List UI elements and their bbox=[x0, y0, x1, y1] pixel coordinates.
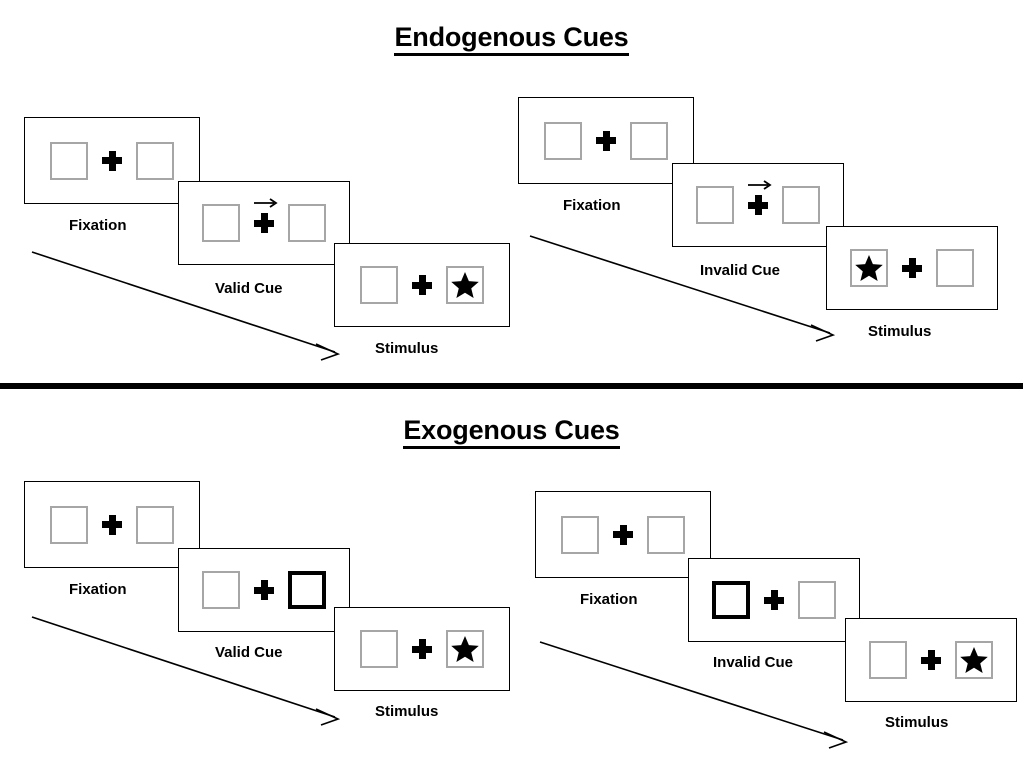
left-box bbox=[869, 641, 907, 679]
fixation-plus-icon bbox=[254, 580, 274, 600]
right-box bbox=[136, 141, 174, 180]
frame-exogenous-valid-fixation bbox=[24, 481, 200, 568]
caption-endogenous-valid-cue: Valid Cue bbox=[215, 280, 283, 297]
frame-endogenous-invalid-fixation bbox=[518, 97, 694, 184]
right-box bbox=[288, 204, 326, 242]
left-box bbox=[202, 571, 240, 609]
frame-endogenous-invalid-cue bbox=[672, 163, 844, 247]
frame-content bbox=[50, 505, 174, 544]
fixation-plus-icon bbox=[102, 514, 122, 535]
left-box bbox=[360, 630, 398, 668]
right-box bbox=[630, 121, 668, 160]
star-icon bbox=[450, 270, 480, 300]
caption-exogenous-invalid-fixation: Fixation bbox=[580, 591, 638, 608]
frame-content bbox=[50, 141, 174, 180]
frame-content bbox=[561, 515, 685, 554]
frame-content bbox=[202, 198, 326, 242]
fixation-plus-icon bbox=[102, 150, 122, 171]
left-box bbox=[544, 121, 582, 160]
star-icon bbox=[854, 253, 884, 283]
frame-content bbox=[360, 266, 484, 304]
frame-endogenous-valid-cue bbox=[178, 181, 350, 265]
right-box bbox=[782, 186, 820, 224]
frame-exogenous-valid-stimulus bbox=[334, 607, 510, 691]
caption-endogenous-invalid-stimulus: Stimulus bbox=[868, 323, 932, 340]
frame-content bbox=[869, 641, 993, 679]
fixation-plus-icon bbox=[254, 198, 278, 233]
left-box bbox=[696, 186, 734, 224]
right-box bbox=[936, 249, 974, 287]
star-icon bbox=[450, 634, 480, 664]
frame-content bbox=[202, 571, 326, 609]
fixation-plus-icon bbox=[412, 275, 432, 295]
frame-content bbox=[544, 121, 668, 160]
right-box bbox=[446, 266, 484, 304]
caption-exogenous-invalid-stimulus: Stimulus bbox=[885, 714, 949, 731]
section-title-exogenous: Exogenous Cues bbox=[0, 415, 1023, 449]
fixation-plus-icon bbox=[613, 524, 633, 545]
frame-exogenous-invalid-fixation bbox=[535, 491, 711, 578]
fixation-plus-icon bbox=[921, 650, 941, 670]
arrow-right-icon bbox=[253, 197, 279, 209]
frame-endogenous-valid-fixation bbox=[24, 117, 200, 204]
fixation-plus-icon bbox=[748, 180, 772, 215]
left-box bbox=[50, 141, 88, 180]
caption-endogenous-invalid-cue: Invalid Cue bbox=[700, 262, 781, 279]
frame-endogenous-valid-stimulus bbox=[334, 243, 510, 327]
right-box bbox=[136, 505, 174, 544]
left-box bbox=[850, 249, 888, 287]
frame-content bbox=[850, 249, 974, 287]
caption-exogenous-valid-cue: Valid Cue bbox=[215, 644, 283, 661]
left-box bbox=[202, 204, 240, 242]
caption-exogenous-valid-stimulus: Stimulus bbox=[375, 703, 439, 720]
fixation-plus-icon bbox=[902, 258, 922, 278]
right-box bbox=[446, 630, 484, 668]
left-box bbox=[50, 505, 88, 544]
arrow-right-icon bbox=[747, 179, 773, 191]
left-box bbox=[561, 515, 599, 554]
right-box bbox=[798, 581, 836, 619]
frame-exogenous-invalid-cue bbox=[688, 558, 860, 642]
flow-arrow-endogenous-valid bbox=[30, 248, 350, 363]
caption-exogenous-invalid-cue: Invalid Cue bbox=[713, 654, 794, 671]
fixation-plus-icon bbox=[764, 590, 784, 610]
frame-content bbox=[360, 630, 484, 668]
caption-endogenous-invalid-fixation: Fixation bbox=[563, 197, 621, 214]
frame-content bbox=[712, 581, 836, 619]
fixation-plus-icon bbox=[412, 639, 432, 659]
star-icon bbox=[959, 645, 989, 675]
section-title-exogenous-text: Exogenous Cues bbox=[403, 415, 620, 449]
frame-exogenous-invalid-stimulus bbox=[845, 618, 1017, 702]
section-title-endogenous: Endogenous Cues bbox=[0, 22, 1023, 56]
right-box bbox=[955, 641, 993, 679]
frame-exogenous-valid-cue bbox=[178, 548, 350, 632]
fixation-plus-icon bbox=[596, 130, 616, 151]
caption-endogenous-valid-stimulus: Stimulus bbox=[375, 340, 439, 357]
caption-exogenous-valid-fixation: Fixation bbox=[69, 581, 127, 598]
frame-content bbox=[696, 180, 820, 224]
flow-arrow-endogenous-invalid bbox=[528, 232, 848, 347]
right-box-cued bbox=[288, 571, 326, 609]
left-box bbox=[360, 266, 398, 304]
frame-endogenous-invalid-stimulus bbox=[826, 226, 998, 310]
section-title-endogenous-text: Endogenous Cues bbox=[394, 22, 629, 56]
caption-endogenous-valid-fixation: Fixation bbox=[69, 217, 127, 234]
left-box-cued bbox=[712, 581, 750, 619]
right-box bbox=[647, 515, 685, 554]
flow-arrow-exogenous-invalid bbox=[538, 638, 858, 753]
section-divider bbox=[0, 383, 1023, 389]
